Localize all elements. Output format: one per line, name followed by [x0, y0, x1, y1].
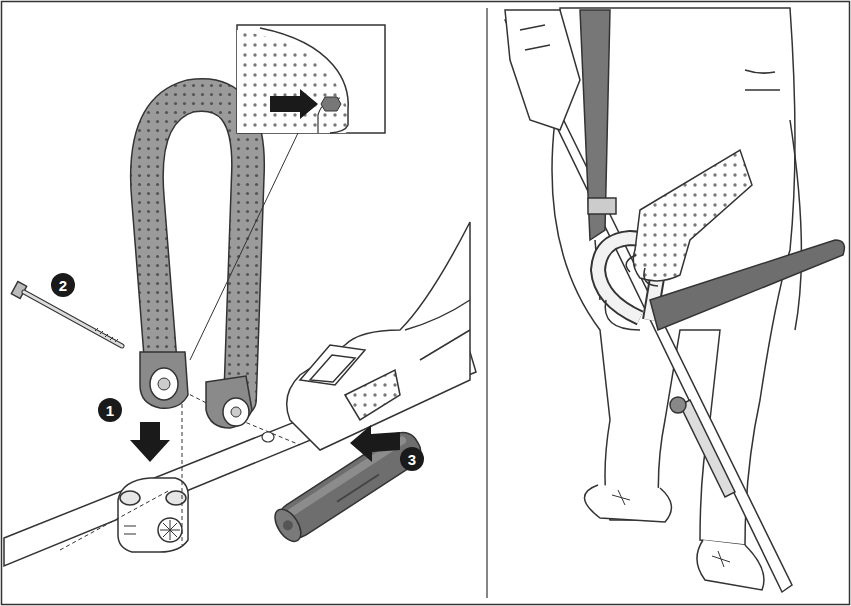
callout-text: 3 — [408, 452, 416, 467]
loop-handle — [140, 95, 274, 442]
engine-housing — [505, 10, 580, 130]
shaft-clamp — [118, 478, 188, 552]
callout-number: 2 — [51, 273, 75, 297]
detail-inset — [190, 25, 385, 360]
callout-text: 2 — [59, 278, 67, 293]
direction-arrows — [130, 422, 400, 462]
throttle-housing — [287, 222, 470, 450]
callout-number: 3 — [400, 447, 424, 471]
callout-text: 1 — [106, 403, 114, 418]
rubber-grip — [270, 426, 427, 546]
gloved-hand — [626, 150, 752, 286]
guide-lines — [60, 382, 300, 550]
panel-divider — [486, 8, 487, 598]
callout-number: 1 — [98, 398, 122, 422]
